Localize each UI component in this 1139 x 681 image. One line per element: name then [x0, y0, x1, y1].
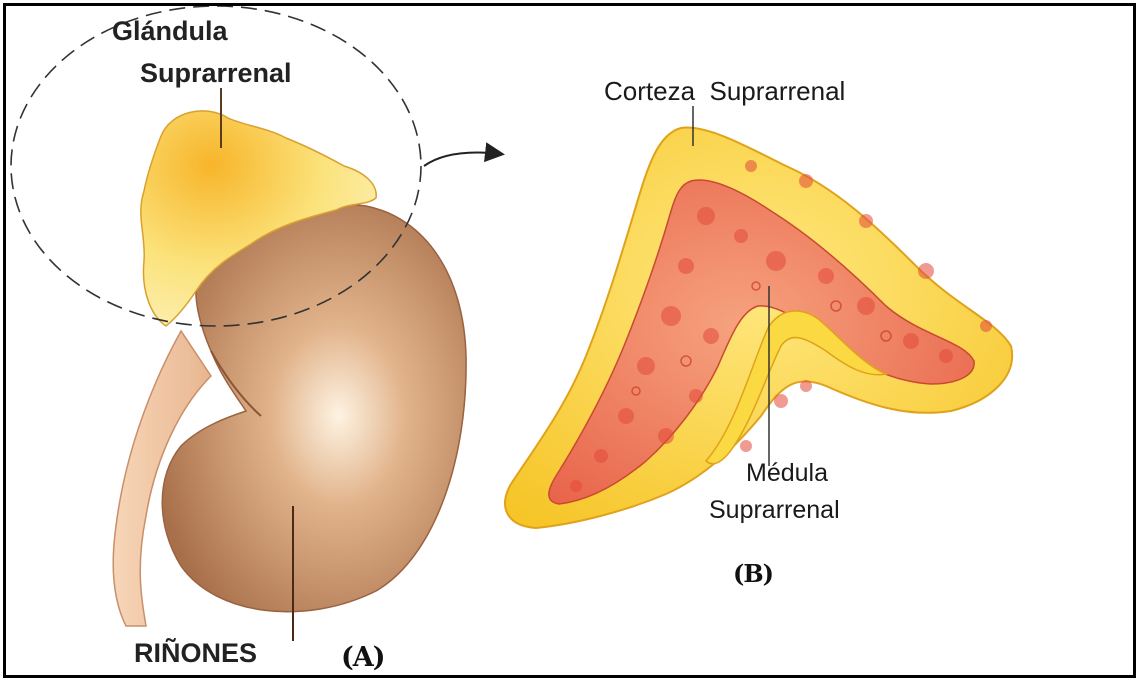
- panel-label-a: (A): [341, 642, 385, 673]
- label-medula-line2: Suprarrenal: [709, 496, 840, 525]
- zoom-arrow: [424, 153, 501, 167]
- label-rinones: RIÑONES: [134, 638, 257, 669]
- diagram-svg: [6, 6, 1133, 675]
- label-glandula-line1: Glándula: [112, 16, 228, 47]
- label-corteza: Corteza Suprarrenal: [604, 76, 845, 107]
- figure-frame: Glándula Suprarrenal Corteza Suprarrenal…: [3, 3, 1136, 678]
- label-glandula-line2: Suprarrenal: [140, 58, 292, 89]
- label-medula-line1: Médula: [746, 459, 828, 488]
- panel-label-b: (B): [733, 559, 773, 588]
